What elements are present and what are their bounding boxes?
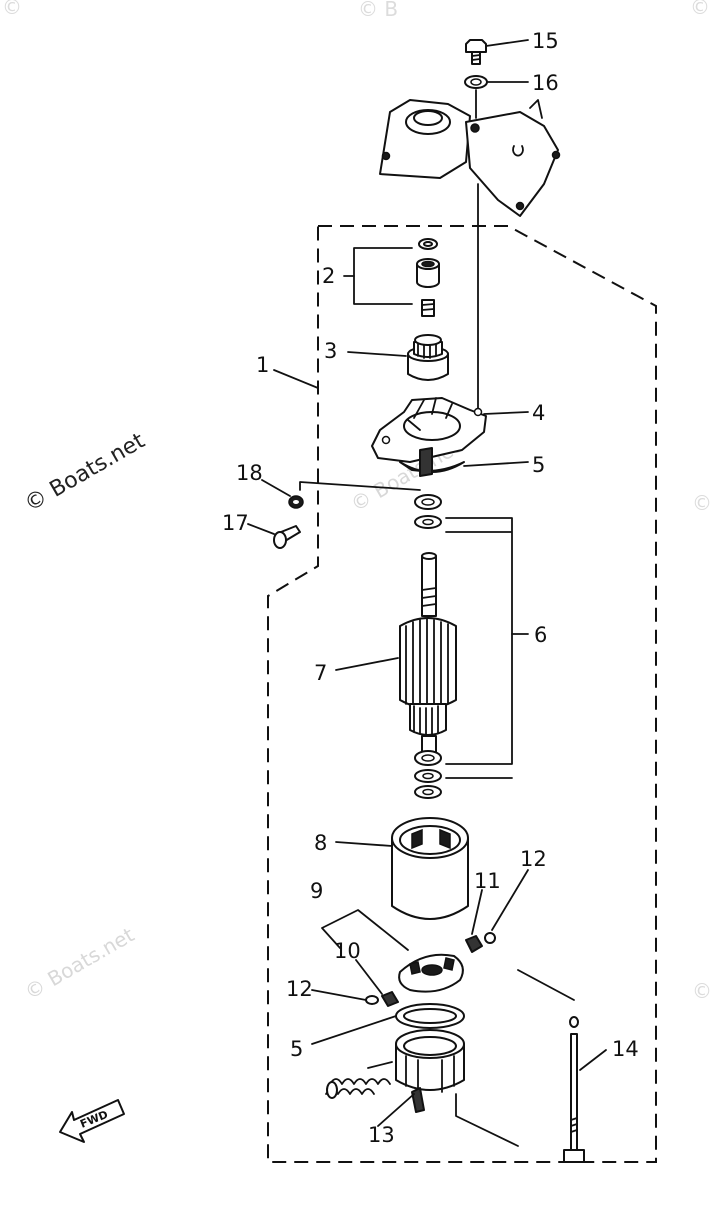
part-17-screw — [273, 525, 301, 549]
leader-11 — [471, 889, 483, 935]
leader-17 — [247, 523, 275, 535]
callout-6: 6 — [534, 623, 547, 647]
part-3-pinion — [407, 334, 449, 381]
watermark-top-center: © B — [358, 0, 398, 21]
part-12-spring-lower — [365, 995, 379, 1005]
leader-5-lower — [311, 1015, 397, 1045]
part-11-brush — [465, 935, 483, 953]
bracket-2 — [353, 247, 413, 305]
part-6-washers-lower — [414, 750, 442, 799]
leader-12-lower — [311, 989, 367, 1001]
assembly-line-14 — [455, 969, 575, 1147]
part-15-bolt — [465, 39, 487, 65]
callout-17: 17 — [222, 511, 249, 535]
callout-13: 13 — [368, 1123, 395, 1147]
leader-1 — [273, 369, 319, 389]
bracket-6 — [445, 517, 513, 779]
callout-1: 1 — [256, 353, 269, 377]
bracket-9 — [321, 909, 409, 951]
leader-5-upper — [463, 461, 529, 467]
callout-9: 9 — [310, 879, 323, 903]
callout-11: 11 — [474, 869, 501, 893]
part-12-spring-upper — [484, 932, 496, 944]
watermark-left: © Boats.net — [21, 428, 150, 517]
part-5-gasket-lower — [395, 1003, 465, 1029]
part-14-thru-bolt — [563, 1016, 585, 1163]
part-13-rear-cover — [367, 1029, 465, 1113]
part-4-front-housing — [371, 397, 487, 463]
callout-18: 18 — [236, 461, 263, 485]
leader-18 — [261, 479, 291, 497]
callout-10: 10 — [334, 939, 361, 963]
assembly-line-18 — [299, 481, 421, 491]
leader-15 — [485, 39, 529, 47]
callout-5-upper: 5 — [532, 453, 545, 477]
leader-7 — [335, 657, 399, 671]
callout-16: 16 — [532, 71, 559, 95]
callout-3: 3 — [324, 339, 337, 363]
fwd-arrow-icon: FWD — [59, 1099, 125, 1143]
part-13-springs — [325, 1078, 391, 1099]
callout-12-lower: 12 — [286, 977, 313, 1001]
part-8-yoke — [391, 817, 469, 920]
watermark-right-low: © — [692, 979, 710, 1003]
leader-14 — [579, 1049, 607, 1071]
part-10-brush — [381, 991, 399, 1007]
callout-8: 8 — [314, 831, 327, 855]
leader-8 — [335, 841, 393, 847]
part-top-bracket — [379, 99, 561, 217]
watermark-lower: © Boats.net — [21, 922, 139, 1004]
callout-5-lower: 5 — [290, 1037, 303, 1061]
callout-2: 2 — [322, 264, 335, 288]
callout-15: 15 — [532, 29, 559, 53]
callout-14: 14 — [612, 1037, 639, 1061]
leader-3 — [347, 351, 407, 357]
leader-12-upper — [491, 869, 529, 931]
part-7-armature — [399, 552, 457, 755]
callout-4: 4 — [532, 401, 545, 425]
part-16-washer — [464, 75, 488, 89]
callout-12-upper: 12 — [520, 847, 547, 871]
part-9-brush-holder — [398, 953, 464, 993]
watermark-right-mid: © — [692, 491, 710, 515]
leader-13 — [377, 1093, 415, 1127]
watermark-top-left: © — [2, 0, 22, 19]
part-18-nut — [288, 495, 304, 509]
part-5-gasket-upper — [399, 447, 465, 477]
callout-7: 7 — [314, 661, 327, 685]
leader-10 — [355, 959, 383, 995]
part-2-clip-set — [416, 238, 440, 317]
watermark-top-right: © — [690, 0, 710, 19]
assembly-boundary — [267, 225, 657, 1163]
part-6-washers-upper — [414, 494, 442, 529]
leader-4 — [483, 411, 529, 415]
